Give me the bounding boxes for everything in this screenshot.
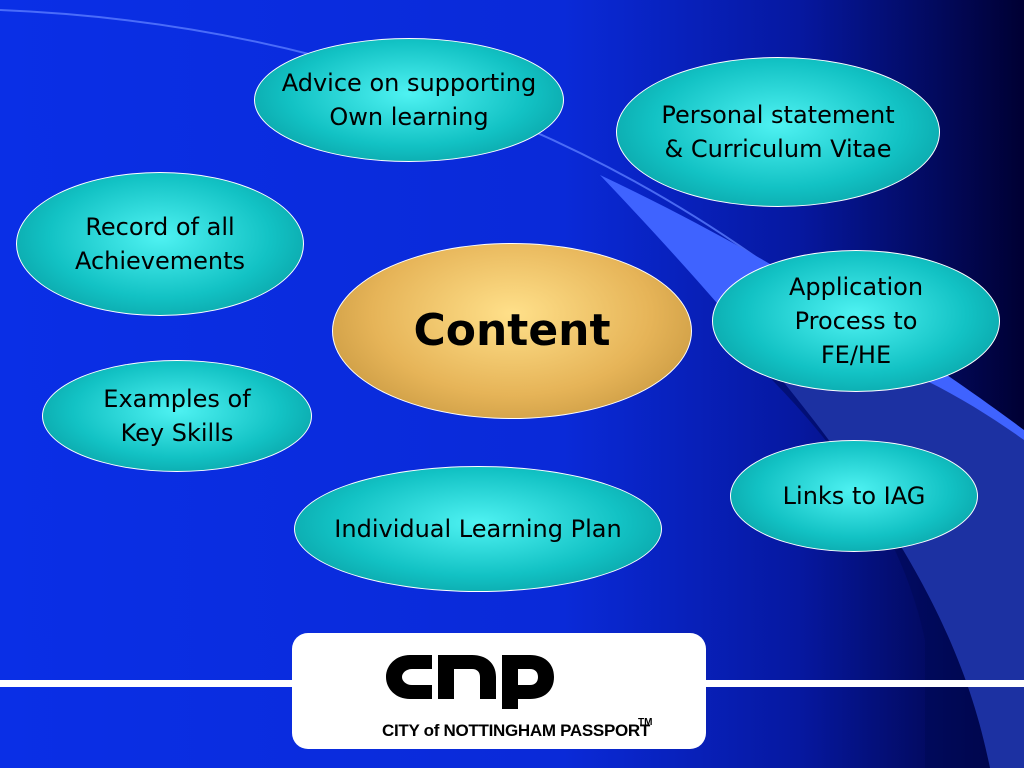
logo-caption: CITY of NOTTINGHAM PASSPORT	[382, 721, 650, 740]
trademark-mark: TM	[638, 717, 653, 728]
topic-record-achievements: Record of all Achievements	[16, 172, 304, 316]
topic-key-skills: Examples of Key Skills	[42, 360, 312, 472]
cnp-logo-mark	[386, 655, 554, 709]
center-content: Content	[332, 243, 692, 419]
topic-personal-statement: Personal statement & Curriculum Vitae	[616, 57, 940, 207]
topic-links-iag: Links to IAG	[730, 440, 978, 552]
divider-right	[706, 680, 1024, 687]
topic-application-process: Application Process to FE/HE	[712, 250, 1000, 392]
topic-individual-learning-plan: Individual Learning Plan	[294, 466, 662, 592]
cnp-logo: CITY of NOTTINGHAM PASSPORT TM	[292, 633, 706, 749]
topic-advice-own-learning: Advice on supporting Own learning	[254, 38, 564, 162]
divider-left	[0, 680, 292, 687]
